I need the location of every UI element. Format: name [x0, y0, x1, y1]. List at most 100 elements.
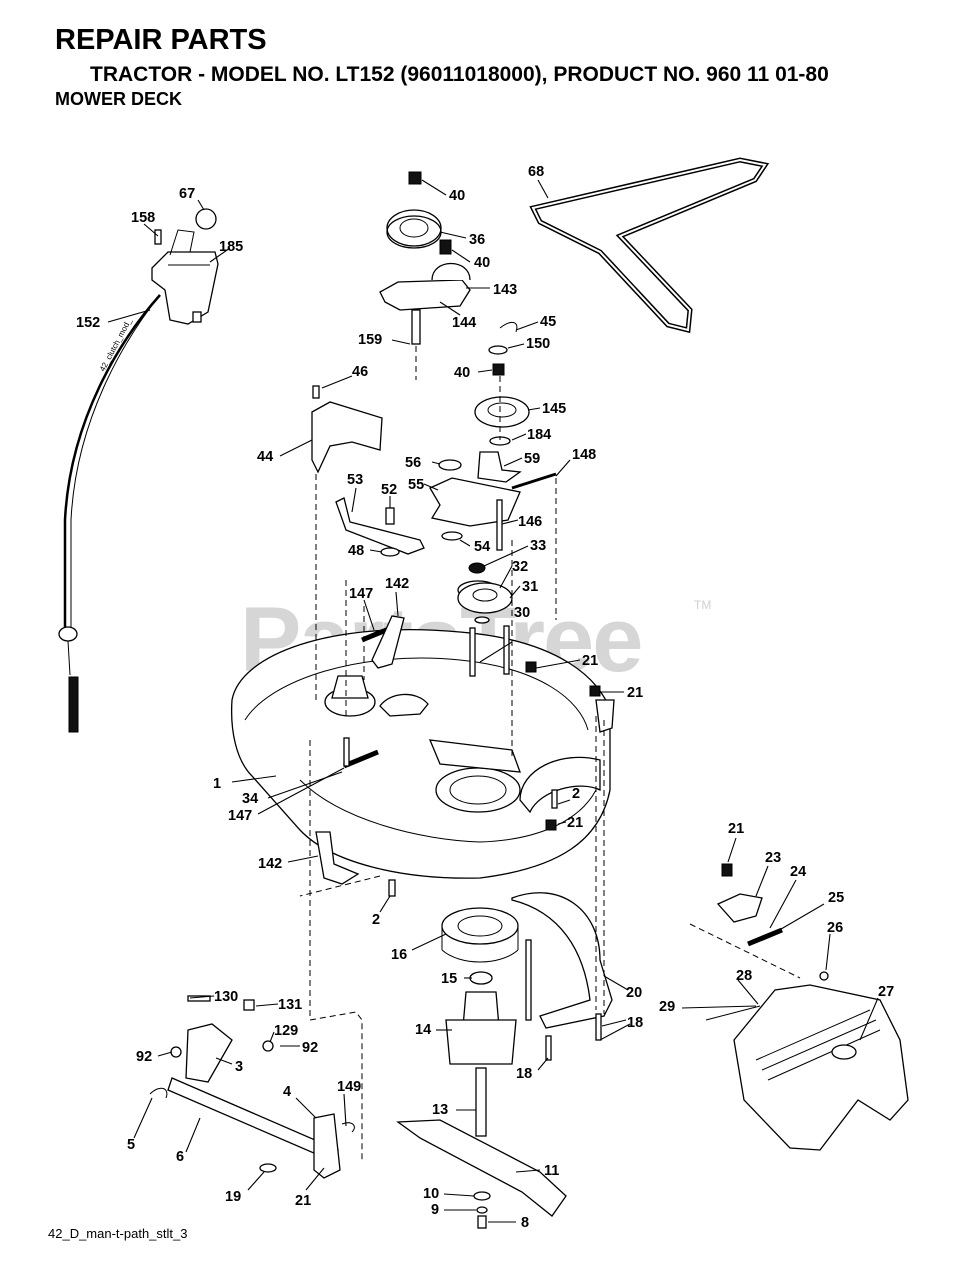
part-label: 52 [381, 482, 397, 498]
part-label: 45 [540, 314, 556, 330]
part-label: 21 [567, 815, 583, 831]
part-label: 56 [405, 455, 421, 471]
part-label: 32 [512, 559, 528, 575]
part-label: 14 [415, 1022, 431, 1038]
part-label: 16 [391, 947, 407, 963]
part-label: 148 [572, 447, 596, 463]
part-label: 23 [765, 850, 781, 866]
idler-arm [429, 451, 557, 551]
part-label: 40 [454, 365, 470, 381]
part-label: 36 [469, 232, 485, 248]
discharge-chute [705, 984, 909, 1151]
idler-pulley-lower [474, 322, 530, 446]
part-label: 92 [136, 1049, 152, 1065]
clutch-bracket [151, 208, 219, 325]
part-label: 2 [372, 912, 380, 928]
part-label: 145 [542, 401, 566, 417]
part-label: 8 [521, 1215, 529, 1231]
part-label: 147 [228, 808, 252, 824]
part-label: 18 [516, 1066, 532, 1082]
part-label: 131 [278, 997, 302, 1013]
part-label: 21 [295, 1193, 311, 1209]
spindle-assembly [441, 907, 519, 1137]
part-label: 159 [358, 332, 382, 348]
part-label: 13 [432, 1102, 448, 1118]
svg-text:42_clutch_mod_: 42_clutch_mod_ [98, 316, 134, 373]
part-label: 68 [528, 164, 544, 180]
front-hanger [511, 892, 613, 1061]
part-label: 24 [790, 864, 806, 880]
tension-arm [335, 497, 425, 557]
drawing-reference: 42_D_man-t-path_stlt_3 [48, 1226, 188, 1241]
lift-linkage [149, 995, 355, 1179]
cable-spring [68, 676, 79, 733]
model-subtitle: TRACTOR - MODEL NO. LT152 (96011018000),… [90, 63, 829, 86]
part-label: 33 [530, 538, 546, 554]
page-title: REPAIR PARTS [55, 24, 267, 56]
part-label: 34 [242, 791, 258, 807]
part-label: 40 [449, 188, 465, 204]
idler-pulley-upper [379, 171, 471, 345]
part-label: 4 [283, 1084, 291, 1100]
leader-lines [107, 179, 879, 1223]
alignment-lines [299, 346, 801, 1160]
part-label: 18 [627, 1015, 643, 1031]
part-label: 20 [626, 985, 642, 1001]
part-label: 53 [347, 472, 363, 488]
part-label: 40 [474, 255, 490, 271]
part-label: 3 [235, 1059, 243, 1075]
part-label: 21 [627, 685, 643, 701]
part-label: 54 [474, 539, 490, 555]
part-label: 150 [526, 336, 550, 352]
part-label: 146 [518, 514, 542, 530]
part-label: 10 [423, 1186, 439, 1202]
part-label: 130 [214, 989, 238, 1005]
part-labels: 67 158 185 152 40 36 40 143 144 159 68 4… [76, 164, 894, 1231]
part-label: 92 [302, 1040, 318, 1056]
belt-guard [311, 385, 383, 474]
part-label: 184 [527, 427, 551, 443]
part-label: 21 [582, 653, 598, 669]
part-label: 152 [76, 315, 100, 331]
part-label: 27 [878, 984, 894, 1000]
part-label: 149 [337, 1079, 361, 1095]
part-label: 158 [131, 210, 155, 226]
part-label: 46 [352, 364, 368, 380]
part-label: 21 [728, 821, 744, 837]
part-label: 48 [348, 543, 364, 559]
knob-ball [195, 208, 217, 230]
clutch-cable: 42_clutch_mod_ [58, 294, 161, 733]
part-label: 15 [441, 971, 457, 987]
part-label: 1 [213, 776, 221, 792]
part-label: 28 [736, 968, 752, 984]
part-label: 147 [349, 586, 373, 602]
part-label: 143 [493, 282, 517, 298]
part-label: 29 [659, 999, 675, 1015]
part-label: 55 [408, 477, 424, 493]
part-label: 142 [258, 856, 282, 872]
part-label: 185 [219, 239, 243, 255]
part-label: 67 [179, 186, 195, 202]
part-label: 11 [544, 1163, 559, 1179]
part-label: 5 [127, 1137, 135, 1153]
part-label: 6 [176, 1149, 184, 1165]
part-label: 142 [385, 576, 409, 592]
part-label: 25 [828, 890, 844, 906]
part-label: 44 [257, 449, 273, 465]
part-label: 129 [274, 1023, 298, 1039]
watermark-trademark: TM [694, 598, 712, 612]
part-label: 59 [524, 451, 540, 467]
part-label: 2 [572, 786, 580, 802]
part-label: 30 [514, 605, 530, 621]
drive-belt [529, 157, 770, 334]
part-label: 19 [225, 1189, 241, 1205]
mower-deck-housing [230, 629, 611, 879]
part-label: 26 [827, 920, 843, 936]
mower-blade [396, 1119, 567, 1229]
spindle-pulley [457, 562, 513, 624]
part-label: 9 [431, 1202, 439, 1218]
section-title: MOWER DECK [55, 89, 182, 109]
deck-hangers [315, 615, 615, 897]
part-label: 31 [522, 579, 538, 595]
